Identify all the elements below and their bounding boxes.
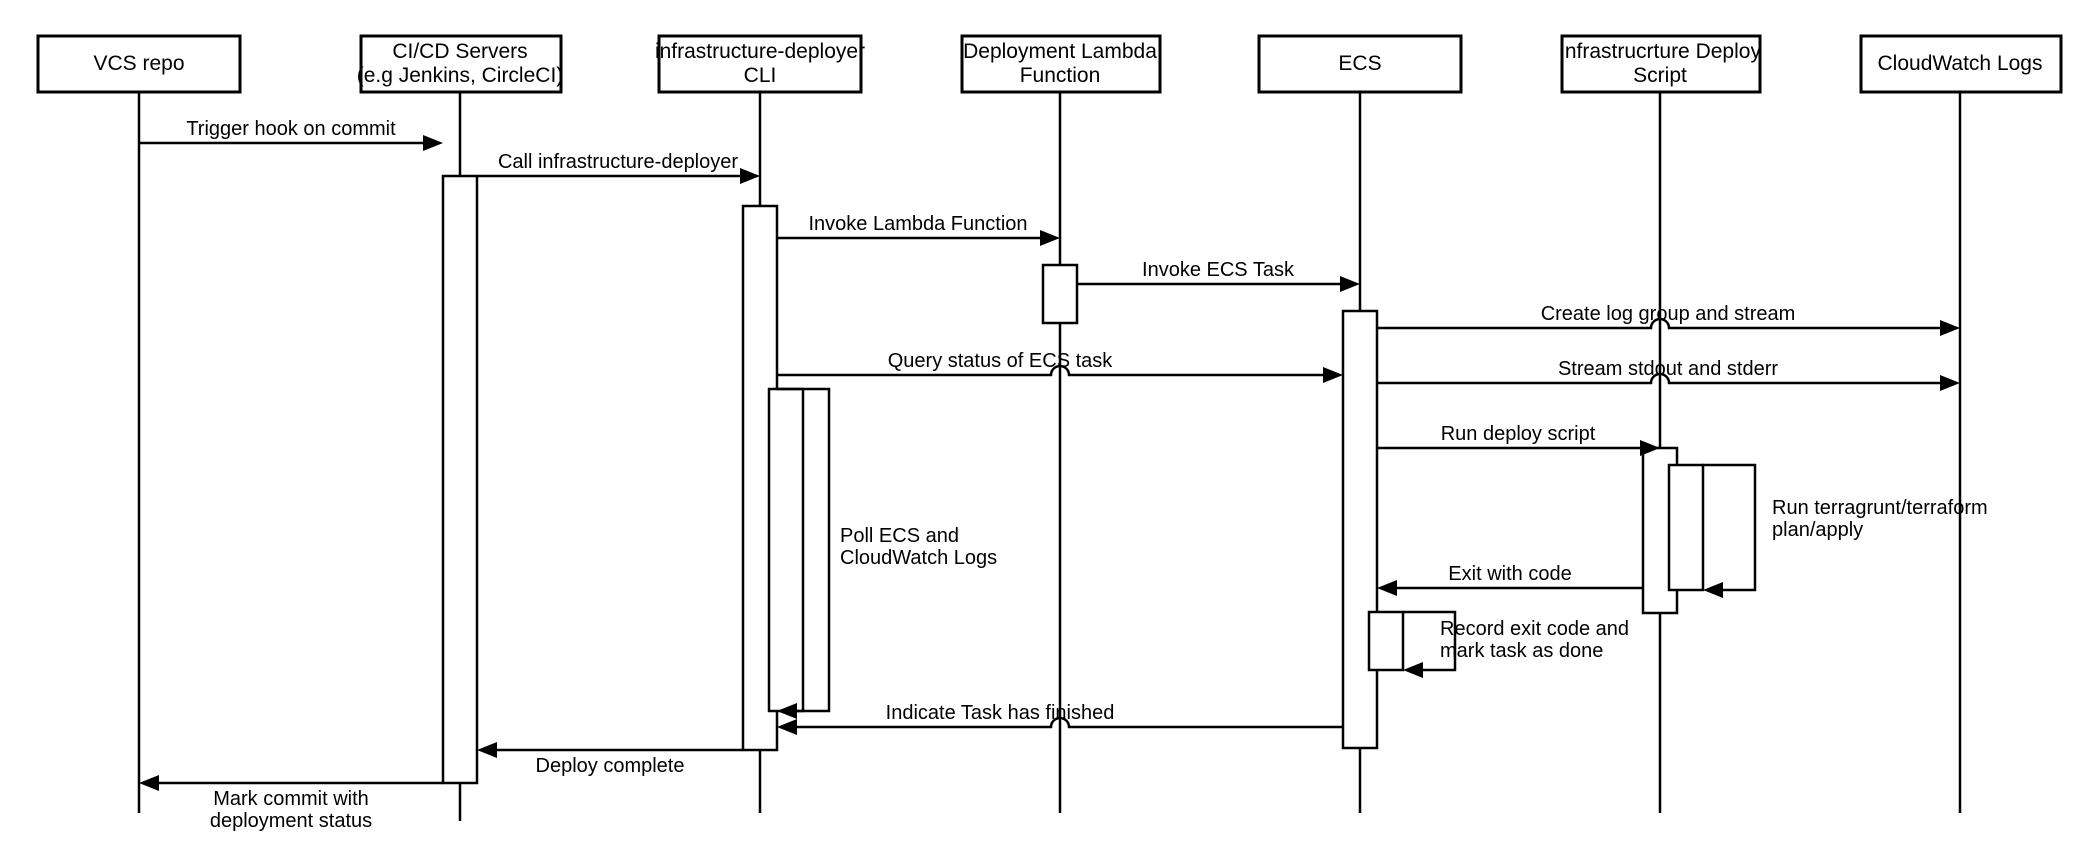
message-run-terragrunt-terraform-plan-apply-line	[1703, 463, 1757, 592]
message-trigger-hook-on-commit-arrowhead	[423, 135, 443, 151]
participant-box-infrastructure-deploy-script	[1560, 34, 1762, 94]
message-call-infrastructure-deployer[interactable]: Call infrastructure-deployer	[477, 151, 760, 184]
message-exit-with-code[interactable]: Exit with code	[1377, 563, 1643, 596]
message-indicate-task-has-finished-arrowhead	[777, 719, 797, 735]
message-create-log-group-and-stream-label: Create log group and stream	[1541, 303, 1796, 325]
message-deploy-complete-label: Deploy complete	[536, 755, 685, 777]
participant-box-deployment-lambda-function	[960, 34, 1162, 94]
message-call-infrastructure-deployer-arrowhead	[740, 168, 760, 184]
participant-label-ecs: ECS	[1338, 52, 1381, 75]
message-stream-stdout-and-stderr-arrowhead	[1940, 375, 1960, 391]
message-record-exit-code-and-mark-task-as-done-arrowhead	[1403, 662, 1423, 678]
message-indicate-task-has-finished-line	[795, 716, 1343, 729]
message-record-exit-code-and-mark-task-as-done-line	[1403, 610, 1457, 672]
message-mark-commit-with-deployment-status-arrowhead	[139, 775, 159, 791]
participant-cloudwatch-logs[interactable]: CloudWatch Logs	[1859, 34, 2063, 94]
message-query-status-of-ecs-task-arrowhead	[1323, 367, 1343, 383]
message-deploy-complete[interactable]: Deploy complete	[477, 742, 743, 777]
message-indicate-task-has-finished-label: Indicate Task has finished	[886, 702, 1115, 724]
message-invoke-ecs-task-arrowhead	[1340, 276, 1360, 292]
message-query-status-of-ecs-task-line	[777, 364, 1325, 377]
message-create-log-group-and-stream-line	[1377, 317, 1942, 330]
message-invoke-lambda-function[interactable]: Invoke Lambda Function	[777, 213, 1060, 246]
participant-label-vcs-repo: VCS repo	[93, 52, 184, 75]
participant-label-cloudwatch-logs: CloudWatch Logs	[1878, 52, 2043, 75]
message-invoke-lambda-function-arrowhead	[1040, 230, 1060, 246]
message-stream-stdout-and-stderr-line	[1377, 372, 1942, 385]
participant-ecs[interactable]: ECS	[1257, 34, 1463, 94]
message-poll-ecs-and-cloudwatch-logs-arrowhead	[777, 703, 797, 719]
message-stream-stdout-and-stderr[interactable]: Stream stdout and stderr	[1377, 358, 1960, 391]
activations-layer	[441, 174, 1705, 785]
message-invoke-ecs-task-label: Invoke ECS Task	[1142, 259, 1295, 281]
message-call-infrastructure-deployer-label: Call infrastructure-deployer	[498, 151, 738, 173]
message-invoke-ecs-task[interactable]: Invoke ECS Task	[1077, 259, 1360, 292]
activation-lambda	[1041, 263, 1079, 325]
message-create-log-group-and-stream-arrowhead	[1940, 320, 1960, 336]
message-trigger-hook-on-commit[interactable]: Trigger hook on commit	[139, 118, 443, 151]
message-exit-with-code-arrowhead	[1377, 580, 1397, 596]
message-run-deploy-script[interactable]: Run deploy script	[1377, 423, 1660, 456]
participant-box-cicd-servers	[359, 34, 563, 94]
message-exit-with-code-label: Exit with code	[1448, 563, 1571, 585]
message-query-status-of-ecs-task-label: Query status of ECS task	[888, 350, 1114, 372]
message-stream-stdout-and-stderr-label: Stream stdout and stderr	[1558, 358, 1778, 380]
activation-script-nested	[1667, 463, 1705, 592]
message-run-deploy-script-label: Run deploy script	[1441, 423, 1596, 445]
participant-cicd-servers[interactable]: CI/CD Servers(e.g Jenkins, CircleCI)	[357, 34, 564, 94]
message-deploy-complete-arrowhead	[477, 742, 497, 758]
participant-box-cloudwatch-logs	[1859, 34, 2063, 94]
activation-ecs-record	[1367, 610, 1405, 672]
message-invoke-lambda-function-label: Invoke Lambda Function	[808, 213, 1027, 235]
participant-box-ecs	[1257, 34, 1463, 94]
participant-box-vcs-repo	[36, 34, 242, 94]
message-poll-ecs-and-cloudwatch-logs-line	[777, 387, 831, 713]
participant-vcs-repo[interactable]: VCS repo	[36, 34, 242, 94]
participant-label-cicd-servers: CI/CD Servers(e.g Jenkins, CircleCI)	[357, 40, 564, 87]
activation-cli-poll	[767, 387, 805, 713]
participant-box-infrastructure-deployer-cli	[657, 34, 863, 94]
message-indicate-task-has-finished[interactable]: Indicate Task has finished	[777, 702, 1343, 735]
participants-layer: VCS repo CI/CD Servers(e.g Jenkins, Circl…	[36, 34, 2063, 94]
message-query-status-of-ecs-task[interactable]: Query status of ECS task	[777, 350, 1343, 383]
message-run-terragrunt-terraform-plan-apply-arrowhead	[1703, 582, 1723, 598]
message-trigger-hook-on-commit-label: Trigger hook on commit	[186, 118, 396, 140]
activation-ecs	[1341, 309, 1379, 750]
message-create-log-group-and-stream[interactable]: Create log group and stream	[1377, 303, 1960, 336]
message-run-deploy-script-arrowhead	[1640, 440, 1660, 456]
activation-cicd	[441, 174, 479, 785]
